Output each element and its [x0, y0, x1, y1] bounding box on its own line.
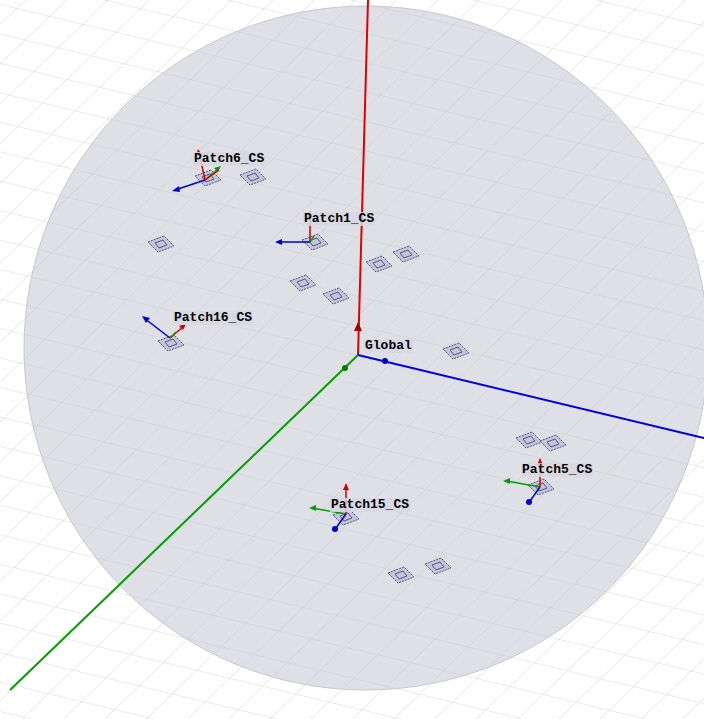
- coordinate-system-label: Patch5_CS: [521, 463, 593, 477]
- y-axis: [358, 355, 704, 438]
- local-triads: [142, 149, 543, 532]
- x-axis: [10, 355, 358, 690]
- patch-elements: [148, 169, 566, 583]
- z-axis: [358, 0, 368, 355]
- coordinate-system-label: Patch15_CS: [330, 498, 410, 512]
- coordinate-system-label: Patch1_CS: [303, 212, 375, 226]
- global-cs-label: Global: [364, 339, 413, 353]
- coordinate-system-label: Patch6_CS: [193, 152, 265, 166]
- coordinate-system-label: Patch16_CS: [173, 311, 253, 325]
